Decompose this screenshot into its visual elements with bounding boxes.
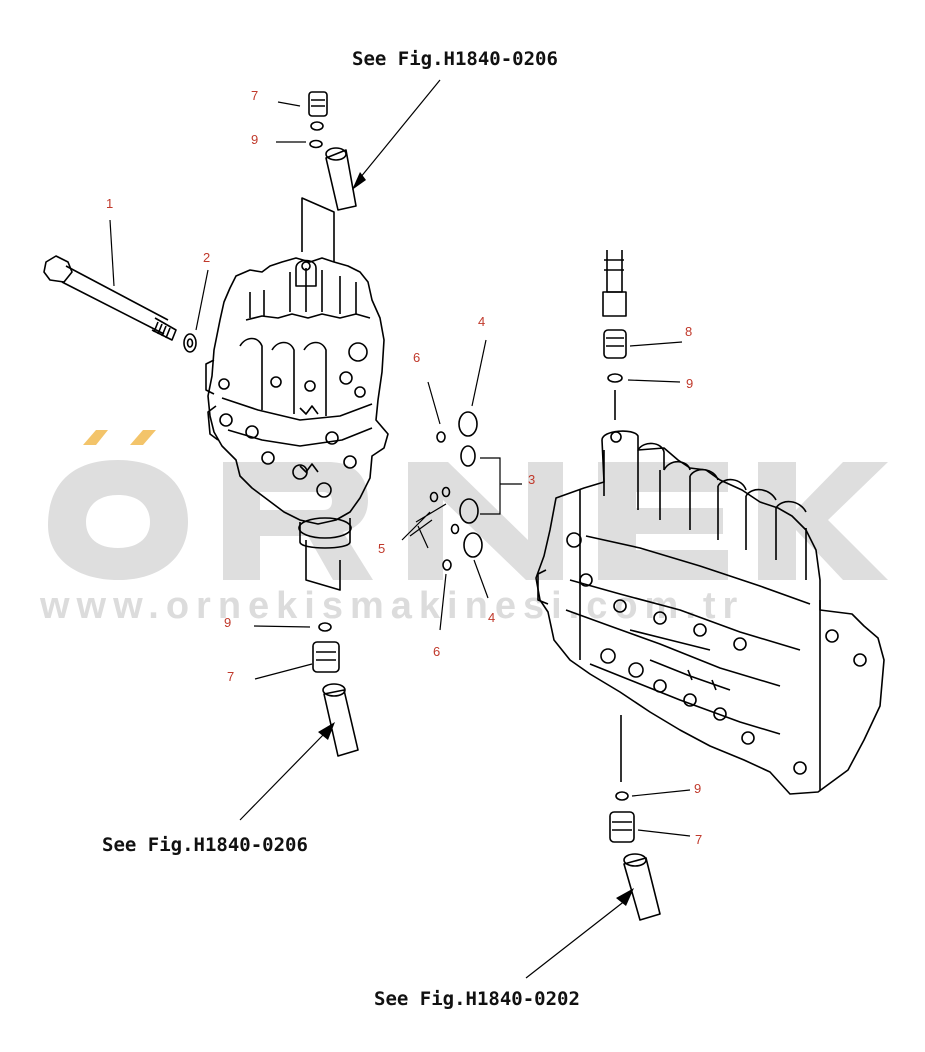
reference-bottom-left: See Fig.H1840-0206 [102,834,308,856]
o-ring [318,622,332,632]
callout-4-top: 4 [478,314,486,329]
callout-7-right: 7 [695,832,703,847]
o-ring [607,373,623,383]
callout-7-bottom-left: 7 [227,669,235,684]
elbow-fitting-top-left [308,91,328,117]
fitting-8 [603,329,627,359]
o-ring [615,791,629,801]
watermark-url: www.ornekismakinesi.com.tr [40,585,745,627]
callout-9-bottom-left: 9 [224,615,232,630]
callout-4-bottom: 4 [488,610,496,625]
valve-body-right [535,430,885,795]
callout-8: 8 [685,324,693,339]
o-ring [309,139,323,149]
callout-7-top-left: 7 [251,88,259,103]
valve-body-left [205,257,389,549]
watermark-logo [48,430,888,580]
reference-top: See Fig.H1840-0206 [352,48,558,70]
hose-end-top-left [325,147,357,211]
washer [183,333,197,353]
elbow-fitting-bottom-right [609,811,635,843]
callout-2: 2 [203,250,211,265]
callout-1: 1 [106,196,114,211]
tube-top-right [602,250,627,317]
reference-bottom-right: See Fig.H1840-0202 [374,988,580,1010]
callout-5: 5 [378,541,386,556]
callout-9-bottom-right: 9 [694,781,702,796]
callout-6-bottom: 6 [433,644,441,659]
callout-9-top-left: 9 [251,132,259,147]
hose-end-bottom-right [623,853,661,921]
callout-3: 3 [528,472,536,487]
o-ring-set [429,411,483,571]
elbow-fitting-bottom-left [312,641,340,673]
hose-end-bottom-left [322,683,359,757]
callout-6-top: 6 [413,350,421,365]
callout-9-top-right: 9 [686,376,694,391]
o-ring [310,121,324,131]
bolt [43,255,177,341]
